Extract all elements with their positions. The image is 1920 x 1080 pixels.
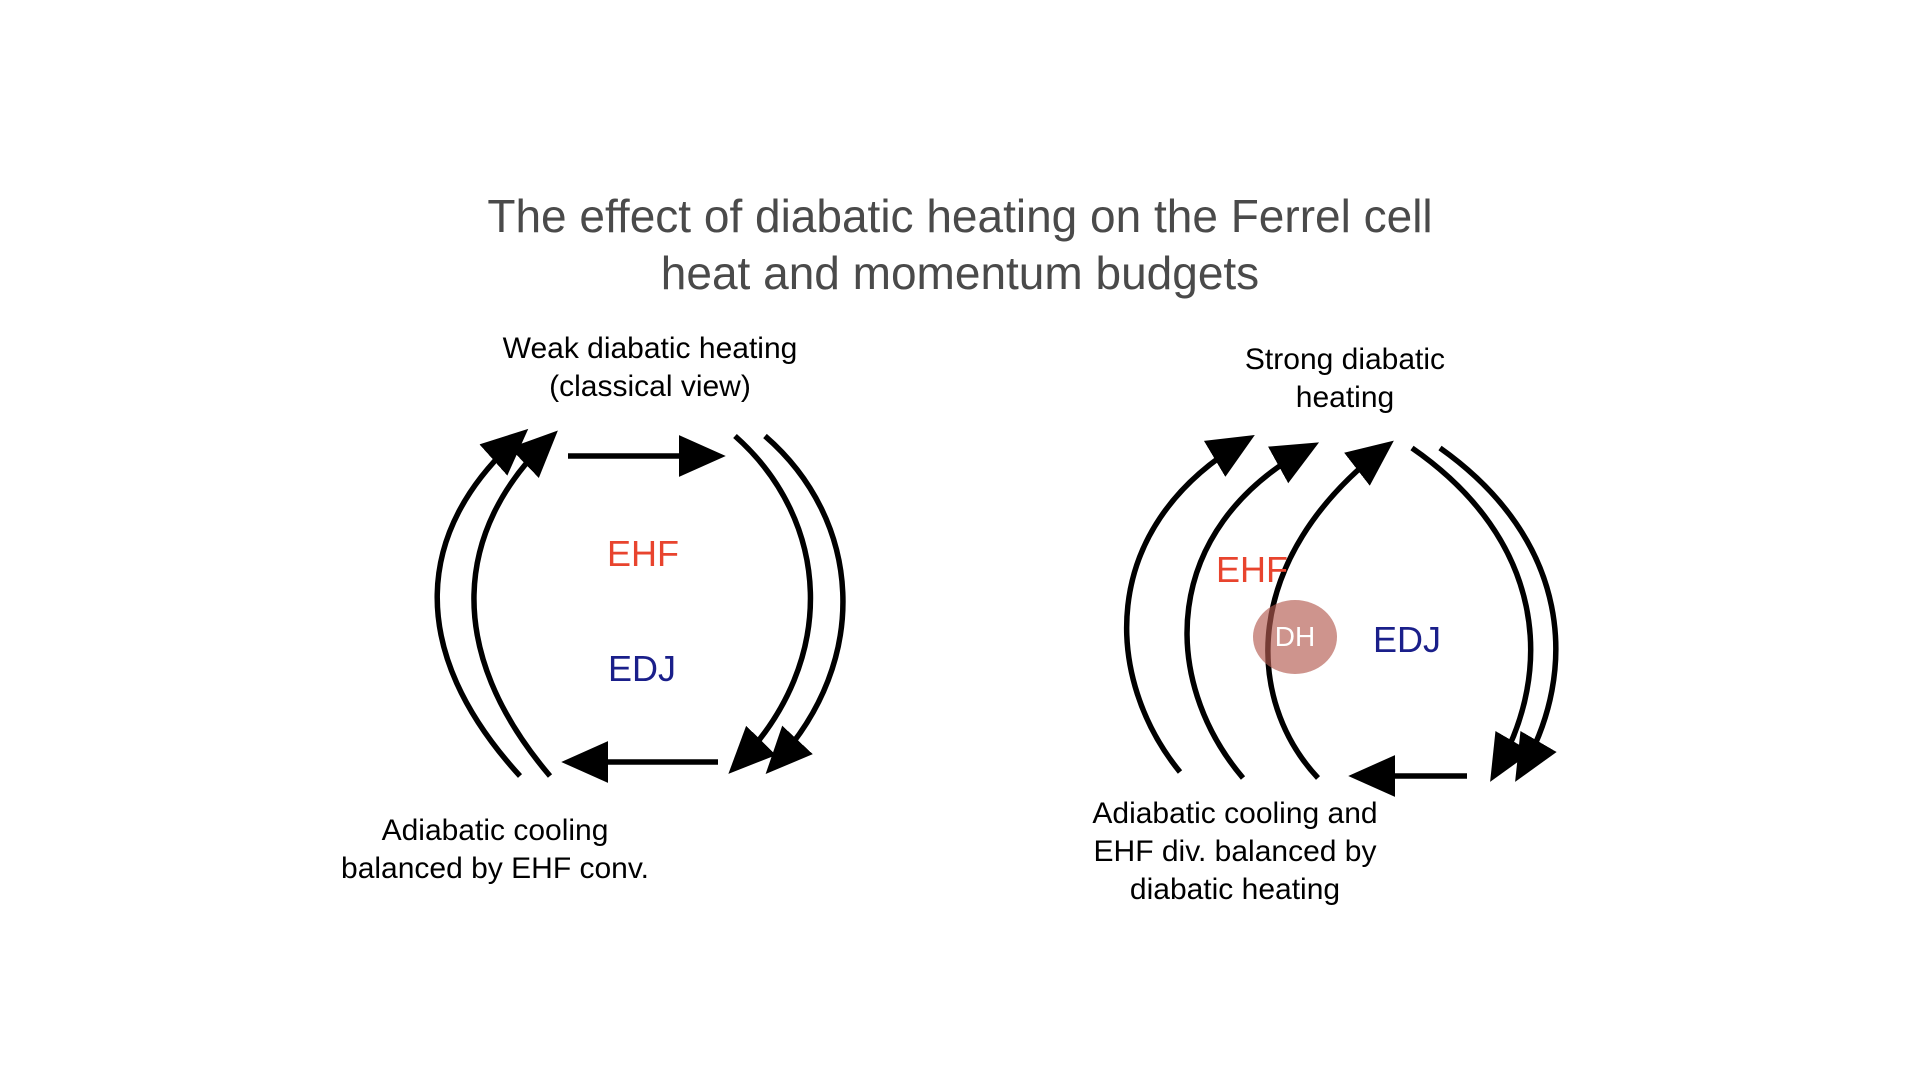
left-top-label: Weak diabatic heating (classical view) [440,330,860,406]
right-bottom-label-line2: EHF div. balanced by [1093,835,1377,868]
diagram-title-line2: heat and momentum budgets [660,247,1260,299]
right-ehf-label: EHF [1216,549,1288,590]
left-bottom-label-line1: Adiabatic cooling [381,814,609,847]
right-bottom-label: Adiabatic cooling and EHF div. balanced … [1060,795,1410,909]
right-bottom-label-line3: diabatic heating [1129,873,1341,906]
right-top-label-line1: Strong diabatic [1244,343,1446,376]
right-ascent-arrow-1 [1124,434,1255,774]
left-edj-label: EDJ [608,648,677,689]
left-ehf-label: EHF [607,533,679,574]
diabatic-heating-blob: DH [1253,600,1337,674]
right-descent-arrow-inner [1410,445,1534,782]
right-top-label: Strong diabatic heating [1180,341,1510,417]
right-descent-arrow-outer [1438,445,1559,782]
right-ascent-arrow-2 [1184,442,1320,780]
left-bottom-label-line2: balanced by EHF conv. [341,852,649,885]
left-bottom-label: Adiabatic cooling balanced by EHF conv. [300,812,690,888]
right-top-label-line2: heating [1295,381,1395,414]
left-ascent-arrow-outer [434,428,529,778]
left-descent-arrow-inner [728,433,814,774]
diagram-title-line1: The effect of diabatic heating on the Fe… [487,190,1433,242]
left-ascent-arrow-inner [471,430,558,778]
right-edj-label: EDJ [1373,619,1442,660]
left-descent-arrow-outer [763,433,846,775]
right-bottom-label-line1: Adiabatic cooling and [1092,797,1378,830]
left-top-label-line2: (classical view) [549,370,751,403]
left-top-label-line1: Weak diabatic heating [502,332,798,365]
